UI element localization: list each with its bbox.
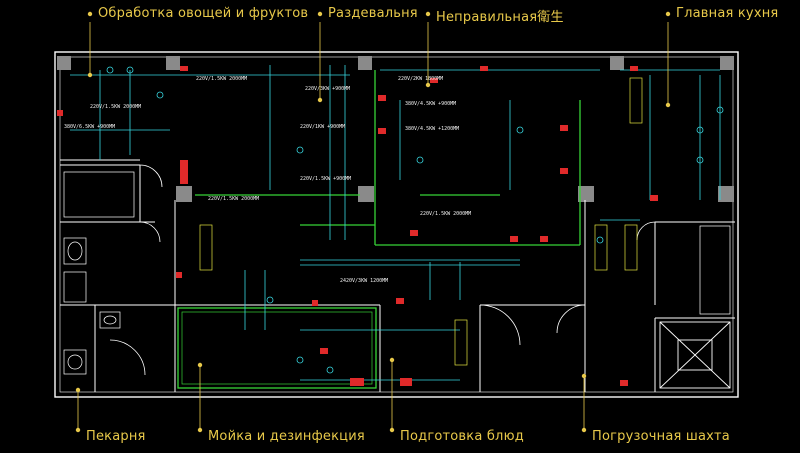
cad-note-9: 380V/6.5KW +900MM [64, 124, 115, 130]
cad-annotations: 220V/1.5KW 2000MM 220V/3KW +900MM 380V/4… [64, 76, 471, 284]
label-leader-lines [77, 22, 669, 430]
label-veg-fruit-processing: Обработка овощей и фруктов [98, 6, 309, 21]
cad-note-4: 380V/4.5KW +1200MM [405, 126, 459, 132]
cad-note-1: 220V/1.5KW 2000MM [196, 76, 247, 82]
outlet-symbols [106, 66, 724, 374]
label-bakery: Пекарня [86, 429, 146, 444]
red-devices [57, 66, 658, 386]
label-wash-disinfect: Мойка и дезинфекция [208, 429, 365, 444]
cyan-pipes [70, 65, 721, 381]
cad-note-7: 2420V/3KW 1200MM [340, 278, 388, 284]
cad-note-5: 220V/2KW 1800MM [398, 76, 443, 82]
cad-note-11: 220V/1.5KW +900MM [300, 176, 351, 182]
cad-note-12: 220V/1.5KW 2000MM [420, 211, 471, 217]
cad-note-10: 220V/1.5KW 2000MM [208, 196, 259, 202]
cad-note-8: 220V/1.5KW 2000MM [90, 104, 141, 110]
interior-walls [60, 159, 735, 392]
leader-dots [75, 11, 671, 433]
fixtures [63, 171, 135, 375]
outer-walls [54, 51, 739, 398]
label-food-prep: Подготовка блюд [400, 429, 524, 444]
cad-note-2: 220V/3KW +900MM [305, 86, 350, 92]
label-main-kitchen: Главная кухня [676, 6, 779, 21]
equipment-outlines [199, 77, 643, 366]
stair-well [699, 225, 731, 315]
cad-note-3: 380V/4.5KW +900MM [405, 101, 456, 107]
green-pipes [177, 70, 581, 389]
structural-columns [57, 56, 734, 202]
label-loading-shaft: Погрузочная шахта [592, 429, 730, 444]
label-wrong-text: Неправильная衛生 [436, 10, 564, 25]
label-changing-room: Раздевальня [328, 6, 418, 21]
cad-note-6: 220V/1KW +900MM [300, 124, 345, 130]
elevator-shaft [659, 321, 731, 389]
